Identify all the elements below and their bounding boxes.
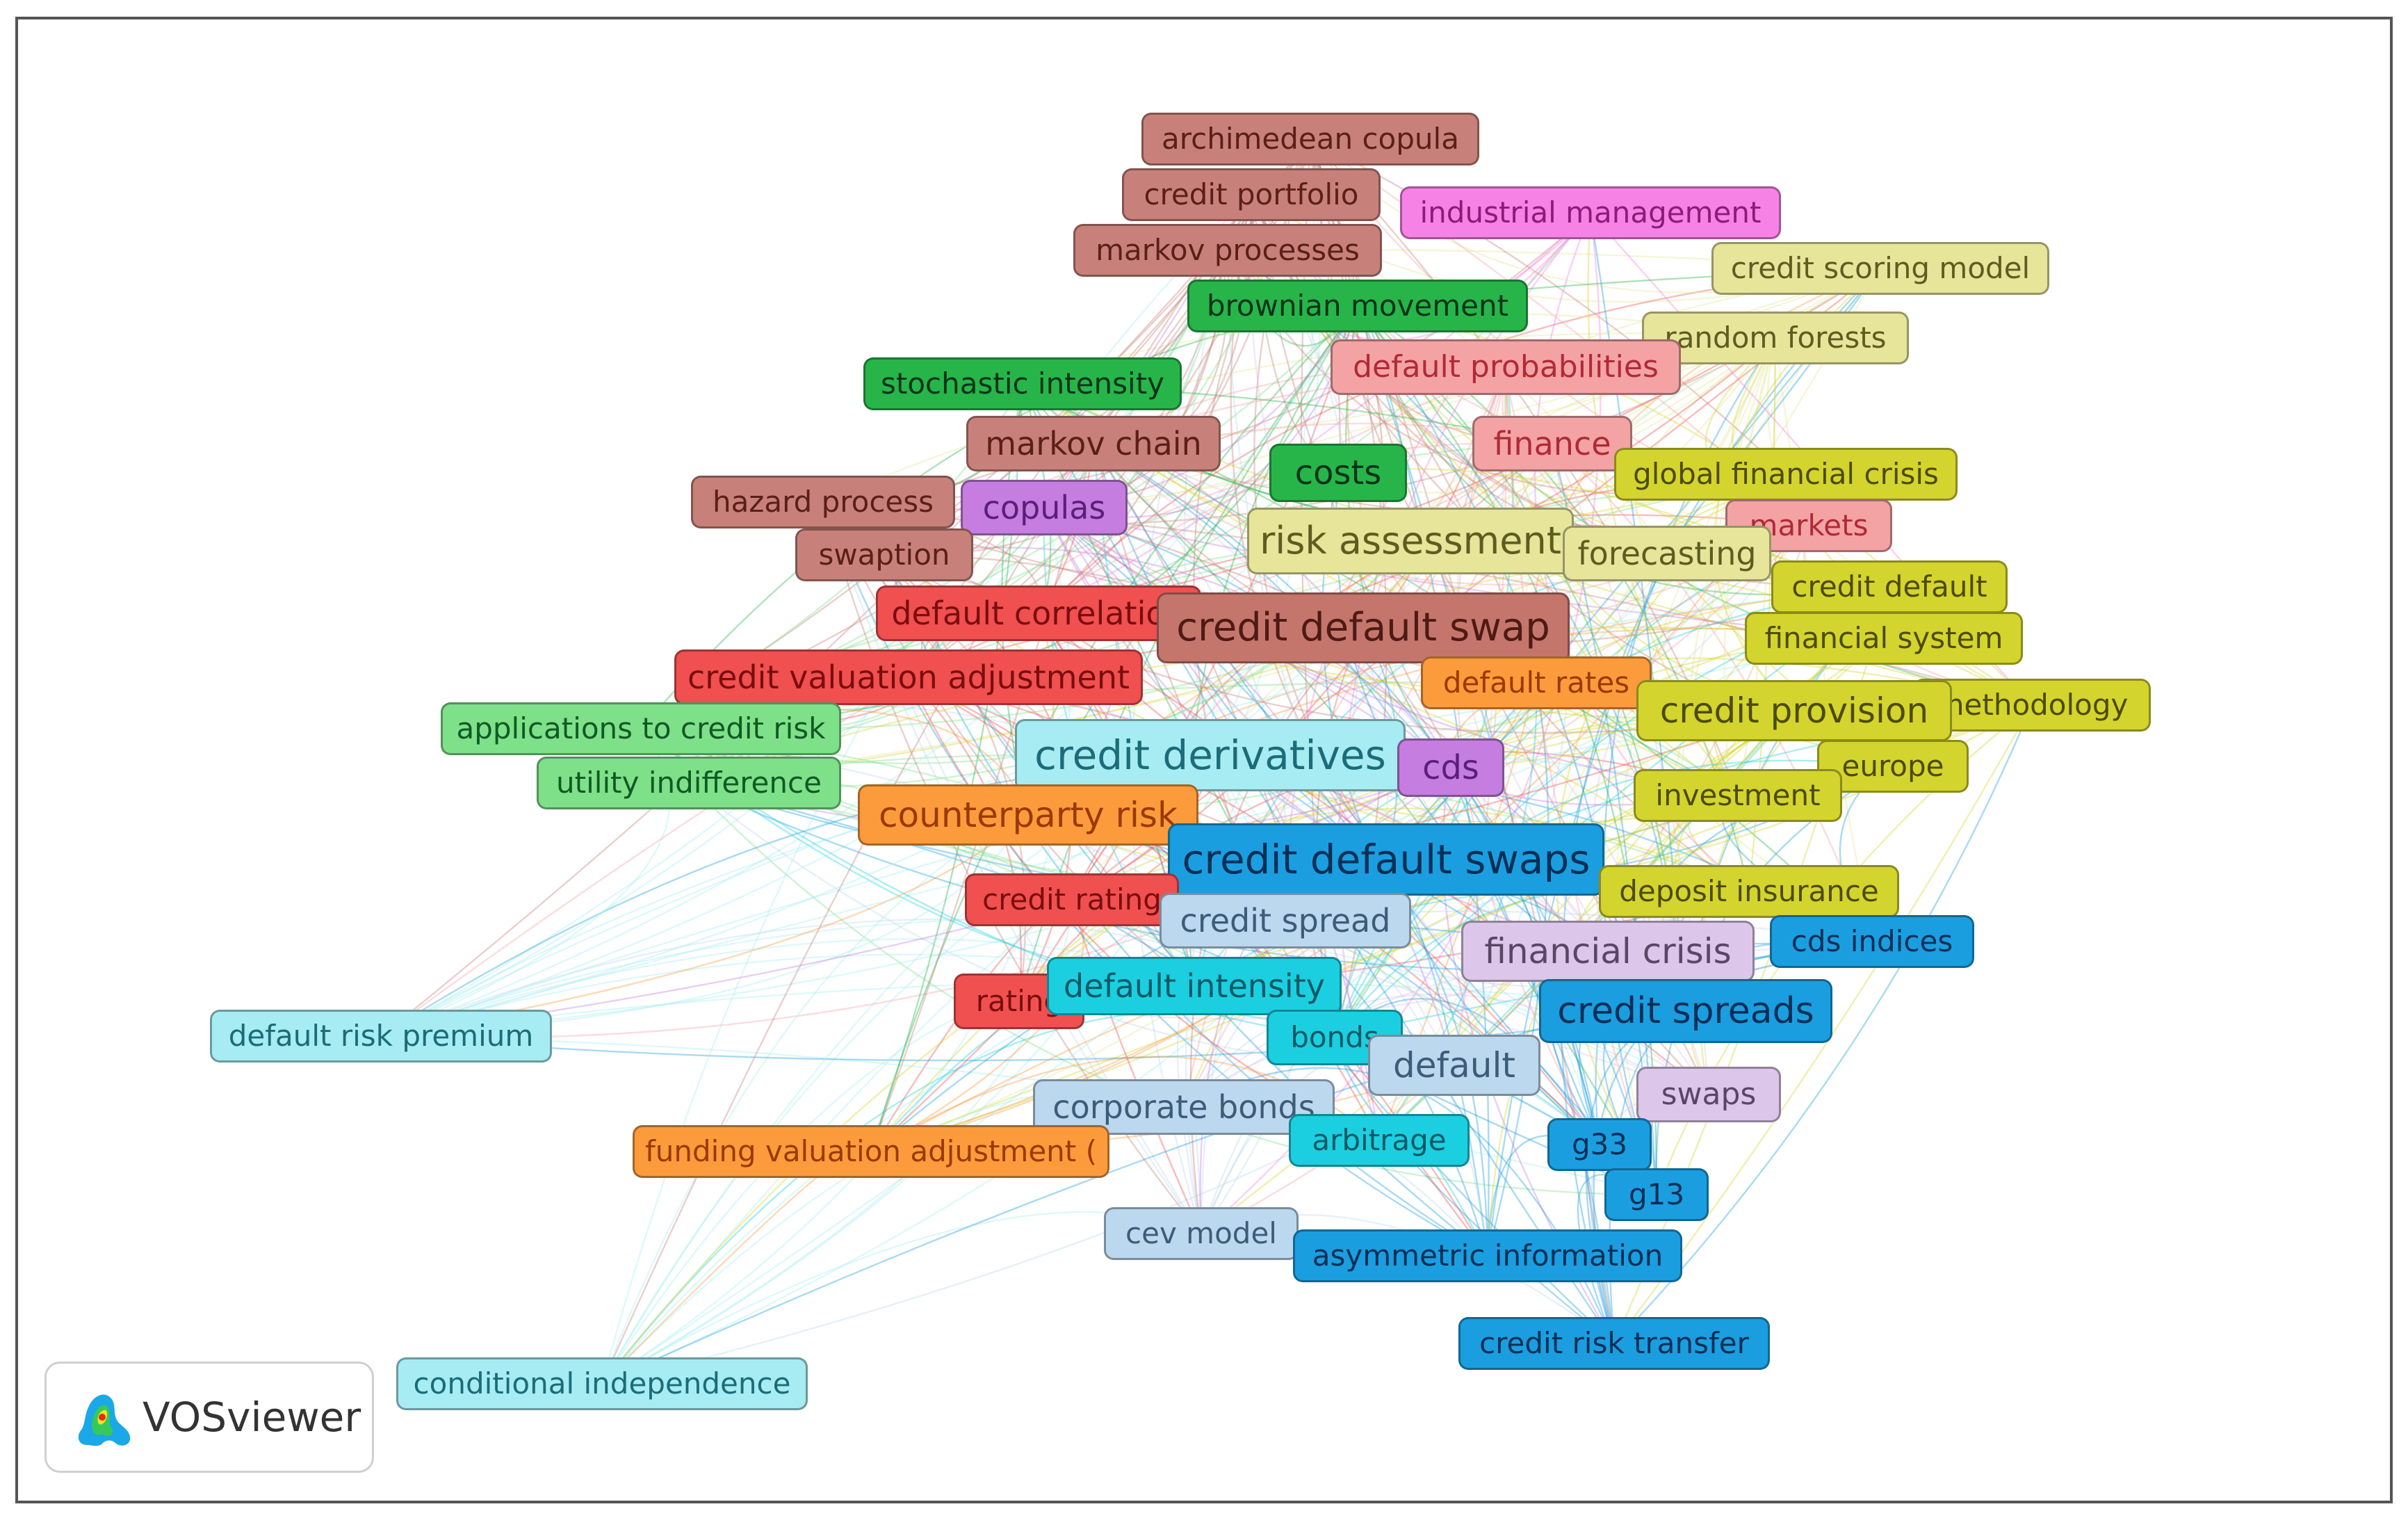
keyword-label[interactable]: credit default [1771,560,2008,613]
link-edge [601,194,1252,1384]
keyword-label[interactable]: deposit insurance [1599,865,1899,918]
keyword-label[interactable]: random forests [1642,312,1909,364]
link-edge [1043,507,1387,860]
link-edge [1132,194,1253,1234]
keyword-label[interactable]: cev model [1104,1207,1299,1260]
link-edge [1183,993,1709,1108]
keyword-label[interactable]: credit default swap [1157,592,1570,663]
keyword-label[interactable]: default correlation [876,586,1201,641]
link-edge [1613,704,2033,1344]
keyword-label[interactable]: credit provision [1636,680,1952,741]
keyword-label[interactable]: credit valuation adjustment [674,649,1143,705]
keyword-label[interactable]: credit scoring model [1711,242,2049,295]
keyword-label[interactable]: credit rating [965,873,1179,926]
keyword-label[interactable]: credit portfolio [1122,168,1381,221]
link-edge [601,1145,872,1384]
keyword-label[interactable]: risk assessment [1247,508,1574,574]
keyword-label[interactable]: default [1368,1035,1540,1096]
link-edge [1333,759,1894,1038]
keyword-label[interactable]: credit risk transfer [1458,1317,1770,1370]
keyword-label[interactable]: global financial crisis [1614,448,1958,501]
keyword-label[interactable]: funding valuation adjustment ( [633,1125,1109,1178]
keyword-label[interactable]: markov processes [1073,224,1382,277]
keyword-label[interactable]: cds indices [1770,915,1974,968]
link-edge [1071,807,1750,901]
link-edge [380,814,1029,1037]
vosviewer-logo-icon [78,1394,131,1446]
link-edge [1027,814,1709,1096]
link-edge [1043,507,1739,797]
keyword-label[interactable]: methodology [1913,679,2151,732]
link-edge [1226,250,1456,1066]
keyword-label[interactable]: financial crisis [1461,921,1755,982]
keyword-label[interactable]: markov chain [966,416,1221,471]
keyword-label[interactable]: copulas [961,480,1128,535]
keyword-label[interactable]: asymmetric information [1293,1229,1682,1282]
app-name: VOSviewer [143,1394,361,1441]
link-edge [1210,754,1709,1096]
keyword-label[interactable]: forecasting [1563,526,1771,581]
keyword-label[interactable]: brownian movement [1187,280,1528,332]
link-edge [1450,767,1601,1145]
keyword-label[interactable]: costs [1269,444,1407,502]
link-edge [1385,540,1412,860]
link-edge [1043,507,1387,860]
link-edge [822,332,1776,503]
keyword-label[interactable]: arbitrage [1289,1114,1470,1167]
keyword-label[interactable]: swaption [795,528,973,581]
keyword-label[interactable]: industrial management [1400,186,1781,239]
keyword-label[interactable]: investment [1634,769,1842,822]
keyword-label[interactable]: finance [1472,416,1632,471]
keyword-label[interactable]: default risk premium [210,1010,552,1063]
keyword-label[interactable]: cds [1397,738,1504,797]
keyword-label[interactable]: financial system [1745,612,2023,665]
keyword-label[interactable]: credit spreads [1539,979,1832,1043]
link-edge [601,898,1073,1384]
link-edge [1378,268,1882,1141]
link-edge [870,443,1095,1152]
link-edge [1310,138,1787,475]
link-edge [1449,767,1601,1145]
keyword-label[interactable]: credit spread [1160,893,1411,948]
link-edge [380,1010,1686,1062]
keyword-label[interactable]: counterparty risk [858,784,1198,846]
keyword-label[interactable]: default intensity [1047,957,1342,1015]
keyword-label[interactable]: archimedean copula [1141,113,1479,165]
link-edge [822,501,1195,987]
keyword-label[interactable]: conditional independence [396,1357,808,1410]
link-edge [822,501,1488,1257]
keyword-label[interactable]: credit default swaps [1168,823,1604,896]
keyword-label[interactable]: swaps [1636,1067,1781,1122]
keyword-label[interactable]: stochastic intensity [863,357,1182,410]
keyword-label[interactable]: hazard process [691,476,955,528]
link-edge [1092,443,1657,1195]
keyword-label[interactable]: g33 [1547,1118,1652,1171]
link-edge [884,547,1451,768]
keyword-label[interactable]: credit derivatives [1015,719,1406,791]
link-edge [1504,366,1658,1195]
link-edge [380,709,1795,1037]
keyword-label[interactable]: europe [1817,740,1969,793]
vosviewer-logo: VOSviewer [44,1362,374,1473]
link-edge [1552,443,1873,942]
keyword-label[interactable]: applications to credit risk [441,702,841,755]
link-edge [1071,899,1203,1234]
keyword-label[interactable]: g13 [1604,1168,1709,1221]
keyword-label[interactable]: default probabilities [1331,339,1681,395]
keyword-label[interactable]: default rates [1421,656,1652,709]
link-edge [1334,366,1514,1038]
keyword-label[interactable]: utility indifference [537,757,841,809]
link-edge [601,682,1537,1385]
link-edge [380,305,1359,1037]
link-edge [1357,305,1658,1195]
